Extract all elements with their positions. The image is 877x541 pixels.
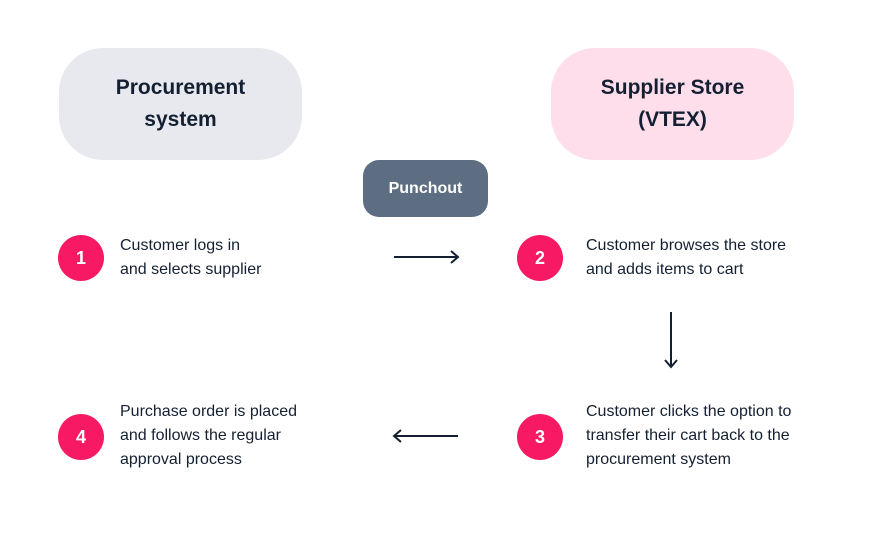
step-3-line-1: Customer clicks the option to [586,403,792,420]
step-4-number: 4 [75,426,86,447]
punchout-label: Punchout [388,179,463,197]
supplier-store-node: Supplier Store (VTEX) [551,48,794,160]
arrow-right-icon [394,250,460,264]
step-2-line-1: Customer browses the store [586,237,787,254]
step-1-number: 1 [75,247,86,268]
step-4-line-1: Purchase order is placed [120,403,297,420]
step-4-badge: 4 [58,414,104,460]
arrow-down-icon [664,312,678,369]
step-3-line-3: procurement system [586,451,731,468]
step-1-line-2: and selects supplier [120,261,262,278]
step-4-line-3: approval process [120,451,242,468]
step-3-line-2: transfer their cart back to the [586,427,790,444]
step-3-description: Customer clicks the option to transfer t… [586,400,791,472]
procurement-system-label-line-2: system [144,108,217,131]
step-4-description: Purchase order is placed and follows the… [120,400,297,472]
supplier-store-label-line-1: Supplier Store [600,76,745,99]
procurement-system-label-line-1: Procurement [115,76,246,99]
step-2-line-2: and adds items to cart [586,261,744,278]
step-3-number: 3 [534,426,545,447]
step-2-description: Customer browses the store and adds item… [586,234,786,282]
step-3-badge: 3 [517,414,563,460]
step-2-badge: 2 [517,235,563,281]
supplier-store-label-line-2: (VTEX) [638,108,707,131]
step-1-line-1: Customer logs in [120,237,241,254]
step-2-number: 2 [534,247,545,268]
step-4-line-2: and follows the regular [120,427,281,444]
punchout-tag: Punchout [363,160,488,217]
arrow-left-icon [392,429,458,443]
step-1-description: Customer logs in and selects supplier [120,234,261,282]
step-1-badge: 1 [58,235,104,281]
procurement-system-node: Procurement system [59,48,302,160]
